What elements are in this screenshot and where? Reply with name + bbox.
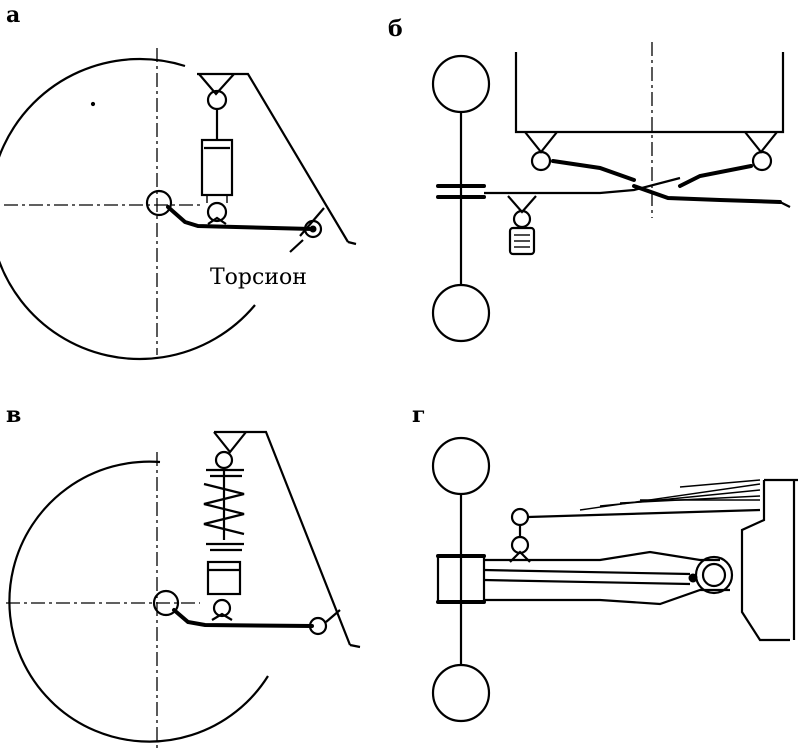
panel-b-lower-wheel (431, 283, 491, 343)
panel-v-lower-arm (172, 608, 314, 628)
torsion-label: Торсион (210, 265, 307, 290)
panel-v-shock-absorber (206, 560, 242, 596)
panel-v-wheel-arc (8, 460, 269, 743)
panel-g-upper-wheel (431, 436, 491, 496)
panel-b-torsion-bar-left (551, 159, 636, 182)
panel-v-frame (214, 430, 352, 646)
panel-v-arm-pivot (308, 616, 328, 636)
panel-v-letter: в (6, 402, 21, 428)
panel-a-wheel-arc (0, 57, 256, 361)
panel-g-lower-wheel (431, 663, 491, 723)
panel-b-right-mount (744, 131, 778, 154)
panel-b-letter: б (388, 16, 403, 42)
panel-a-upper-mount (198, 73, 235, 96)
panel-a-shock-absorber (200, 138, 234, 197)
panel-b-shock-absorber (508, 226, 536, 256)
panel-v-upper-mount (213, 431, 247, 454)
panel-a: а Торсион (0, 2, 357, 361)
panel-g-trailing-arm (484, 550, 720, 562)
panel-g-body-bracket (740, 480, 790, 642)
panel-a-hub (145, 189, 173, 217)
panel-b-body-frame (514, 52, 785, 134)
panel-g: г (412, 402, 798, 723)
panel-b-lower-mount (507, 195, 537, 214)
panel-g-upper-link (527, 508, 761, 519)
panel-g-leaf-spring (579, 479, 761, 511)
panel-a-frame (197, 72, 349, 243)
panel-a-letter: а (6, 2, 20, 28)
panel-b: б (388, 16, 791, 343)
panel-a-lower-arm (166, 205, 314, 231)
panel-g-letter: г (412, 402, 425, 428)
panel-g-pivot-bushing (694, 555, 734, 595)
panel-b-left-mount (524, 131, 558, 154)
panel-a-callout-leader (289, 239, 304, 253)
panel-v: в (6, 402, 361, 750)
panel-v-hub (152, 589, 180, 617)
panel-b-upper-wheel (431, 54, 491, 114)
panel-b-torsion-bar-right (678, 164, 753, 188)
